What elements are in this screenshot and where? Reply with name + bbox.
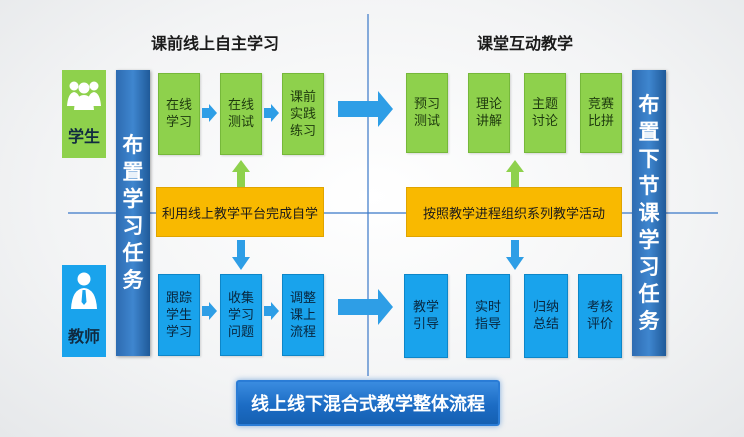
in-class-student-step: 预习 测试 xyxy=(406,73,448,153)
assign-task-bar: 布置 学习 任务 xyxy=(116,70,150,356)
pre-class-student-step: 在线 学习 xyxy=(158,73,200,155)
pre-class-title: 课前线上自主学习 xyxy=(150,34,279,53)
pre-class-teacher-step: 收集 学习 问题 xyxy=(220,274,262,356)
in-class-teacher-step: 归纳 总结 xyxy=(524,274,568,358)
teacher-role-box: 教师 xyxy=(62,265,106,357)
overall-flow-title: 线上线下混合式教学整体流程 xyxy=(236,380,500,426)
in-class-title: 课堂互动教学 xyxy=(476,34,573,53)
student-label: 学生 xyxy=(67,127,100,146)
pre-class-center-box: 利用线上教学平台完成自学 xyxy=(156,187,324,237)
student-role-box: 学生 xyxy=(62,70,106,158)
pre-class-teacher-step: 跟踪 学生 学习 xyxy=(158,274,200,356)
pre-class-student-step: 课前 实践 练习 xyxy=(282,73,324,155)
step-arrow xyxy=(264,302,279,320)
in-class-student-step: 理论 讲解 xyxy=(468,73,510,153)
up-arrow xyxy=(232,160,250,187)
in-class-student-step: 竞赛 比拼 xyxy=(580,73,622,153)
teacher-label: 教师 xyxy=(67,327,100,346)
in-class-teacher-step: 考核 评价 xyxy=(578,274,622,358)
down-arrow xyxy=(506,240,524,270)
down-arrow xyxy=(232,240,250,270)
in-class-center-box: 按照教学进程组织系列教学活动 xyxy=(406,187,622,237)
person-with-tie-icon xyxy=(71,272,97,309)
up-arrow xyxy=(506,160,524,187)
step-arrow xyxy=(202,302,217,320)
step-arrow xyxy=(202,104,217,122)
in-class-teacher-step: 实时 指导 xyxy=(466,274,510,358)
step-arrow xyxy=(264,104,279,122)
bridge-arrow-bottom xyxy=(338,289,393,325)
assign-next-task-bar: 布置 下节 课学 习任 务 xyxy=(632,70,666,356)
in-class-teacher-step: 教学 引导 xyxy=(404,274,448,358)
pre-class-teacher-step: 调整 课上 流程 xyxy=(282,274,324,356)
pre-class-student-step: 在线 测试 xyxy=(220,73,262,155)
bridge-arrow-top xyxy=(338,91,393,127)
in-class-student-step: 主题 讨论 xyxy=(524,73,566,153)
group-people-icon xyxy=(67,81,101,110)
